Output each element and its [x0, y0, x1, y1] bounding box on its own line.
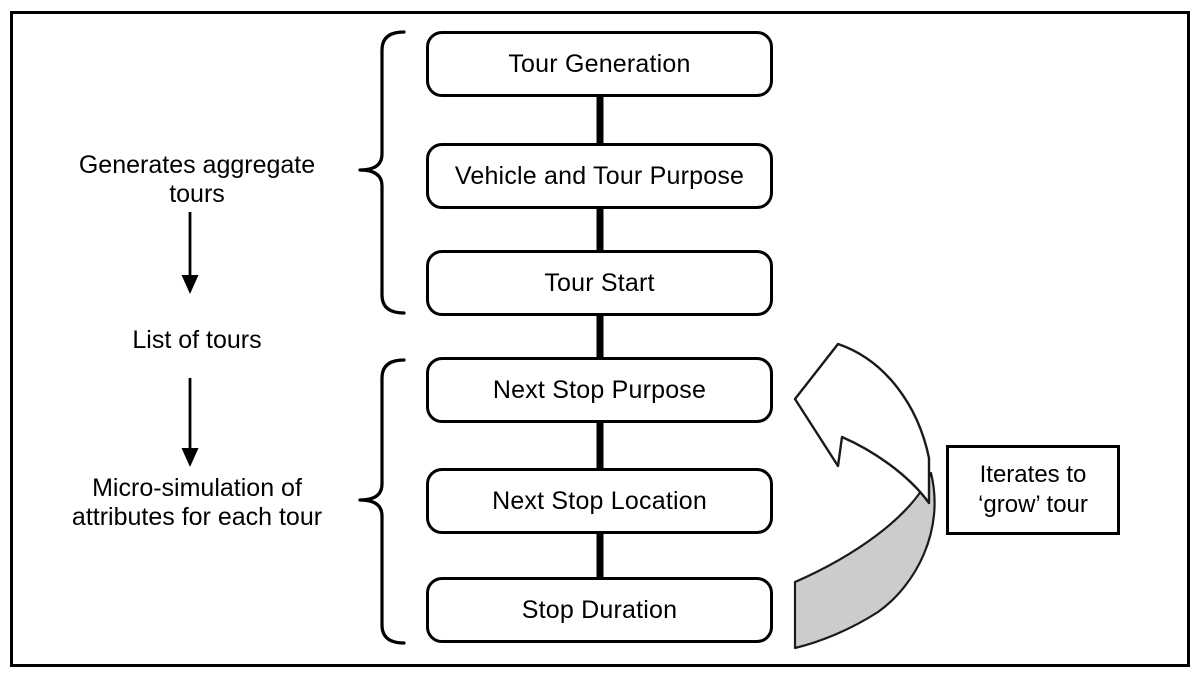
diagram-border	[10, 11, 1190, 667]
step-label: Vehicle and Tour Purpose	[454, 161, 745, 190]
iterate-line: Iterates to	[979, 461, 1087, 488]
annotation-line: List of tours	[132, 326, 262, 354]
iterates-to-grow-tour-box: Iterates to ‘grow’ tour	[946, 445, 1120, 535]
loop-arrow-head	[793, 342, 931, 505]
iterate-line: ‘grow’ tour	[978, 491, 1088, 518]
down-arrow-2-head	[181, 448, 199, 467]
annotation-generates-aggregate-tours: Generates aggregate tours	[36, 151, 358, 209]
annotation-line: Micro-simulation of	[92, 474, 302, 502]
annotation-line: tours	[169, 180, 225, 208]
step-box-tour-start: Tour Start	[426, 250, 773, 316]
annotation-micro-simulation: Micro-simulation of attributes for each …	[36, 474, 358, 532]
step-label: Tour Start	[544, 268, 655, 297]
annotation-line: attributes for each tour	[71, 503, 323, 531]
brace-bottom-group	[358, 358, 406, 645]
down-arrow-1-head	[181, 275, 199, 294]
step-box-next-stop-purpose: Next Stop Purpose	[426, 357, 773, 423]
step-box-next-stop-location: Next Stop Location	[426, 468, 773, 534]
step-label: Stop Duration	[521, 595, 678, 624]
step-label: Next Stop Location	[492, 486, 707, 515]
annotation-list-of-tours: List of tours	[36, 326, 358, 355]
step-label: Tour Generation	[508, 49, 691, 78]
annotation-line: Generates aggregate	[78, 151, 316, 179]
step-box-stop-duration: Stop Duration	[426, 577, 773, 643]
step-label: Next Stop Purpose	[492, 375, 707, 404]
loop-arrow-ribbon-gray	[793, 471, 936, 650]
step-box-tour-generation: Tour Generation	[426, 31, 773, 97]
brace-top-group	[358, 30, 406, 315]
step-box-vehicle-and-tour-purpose: Vehicle and Tour Purpose	[426, 143, 773, 209]
